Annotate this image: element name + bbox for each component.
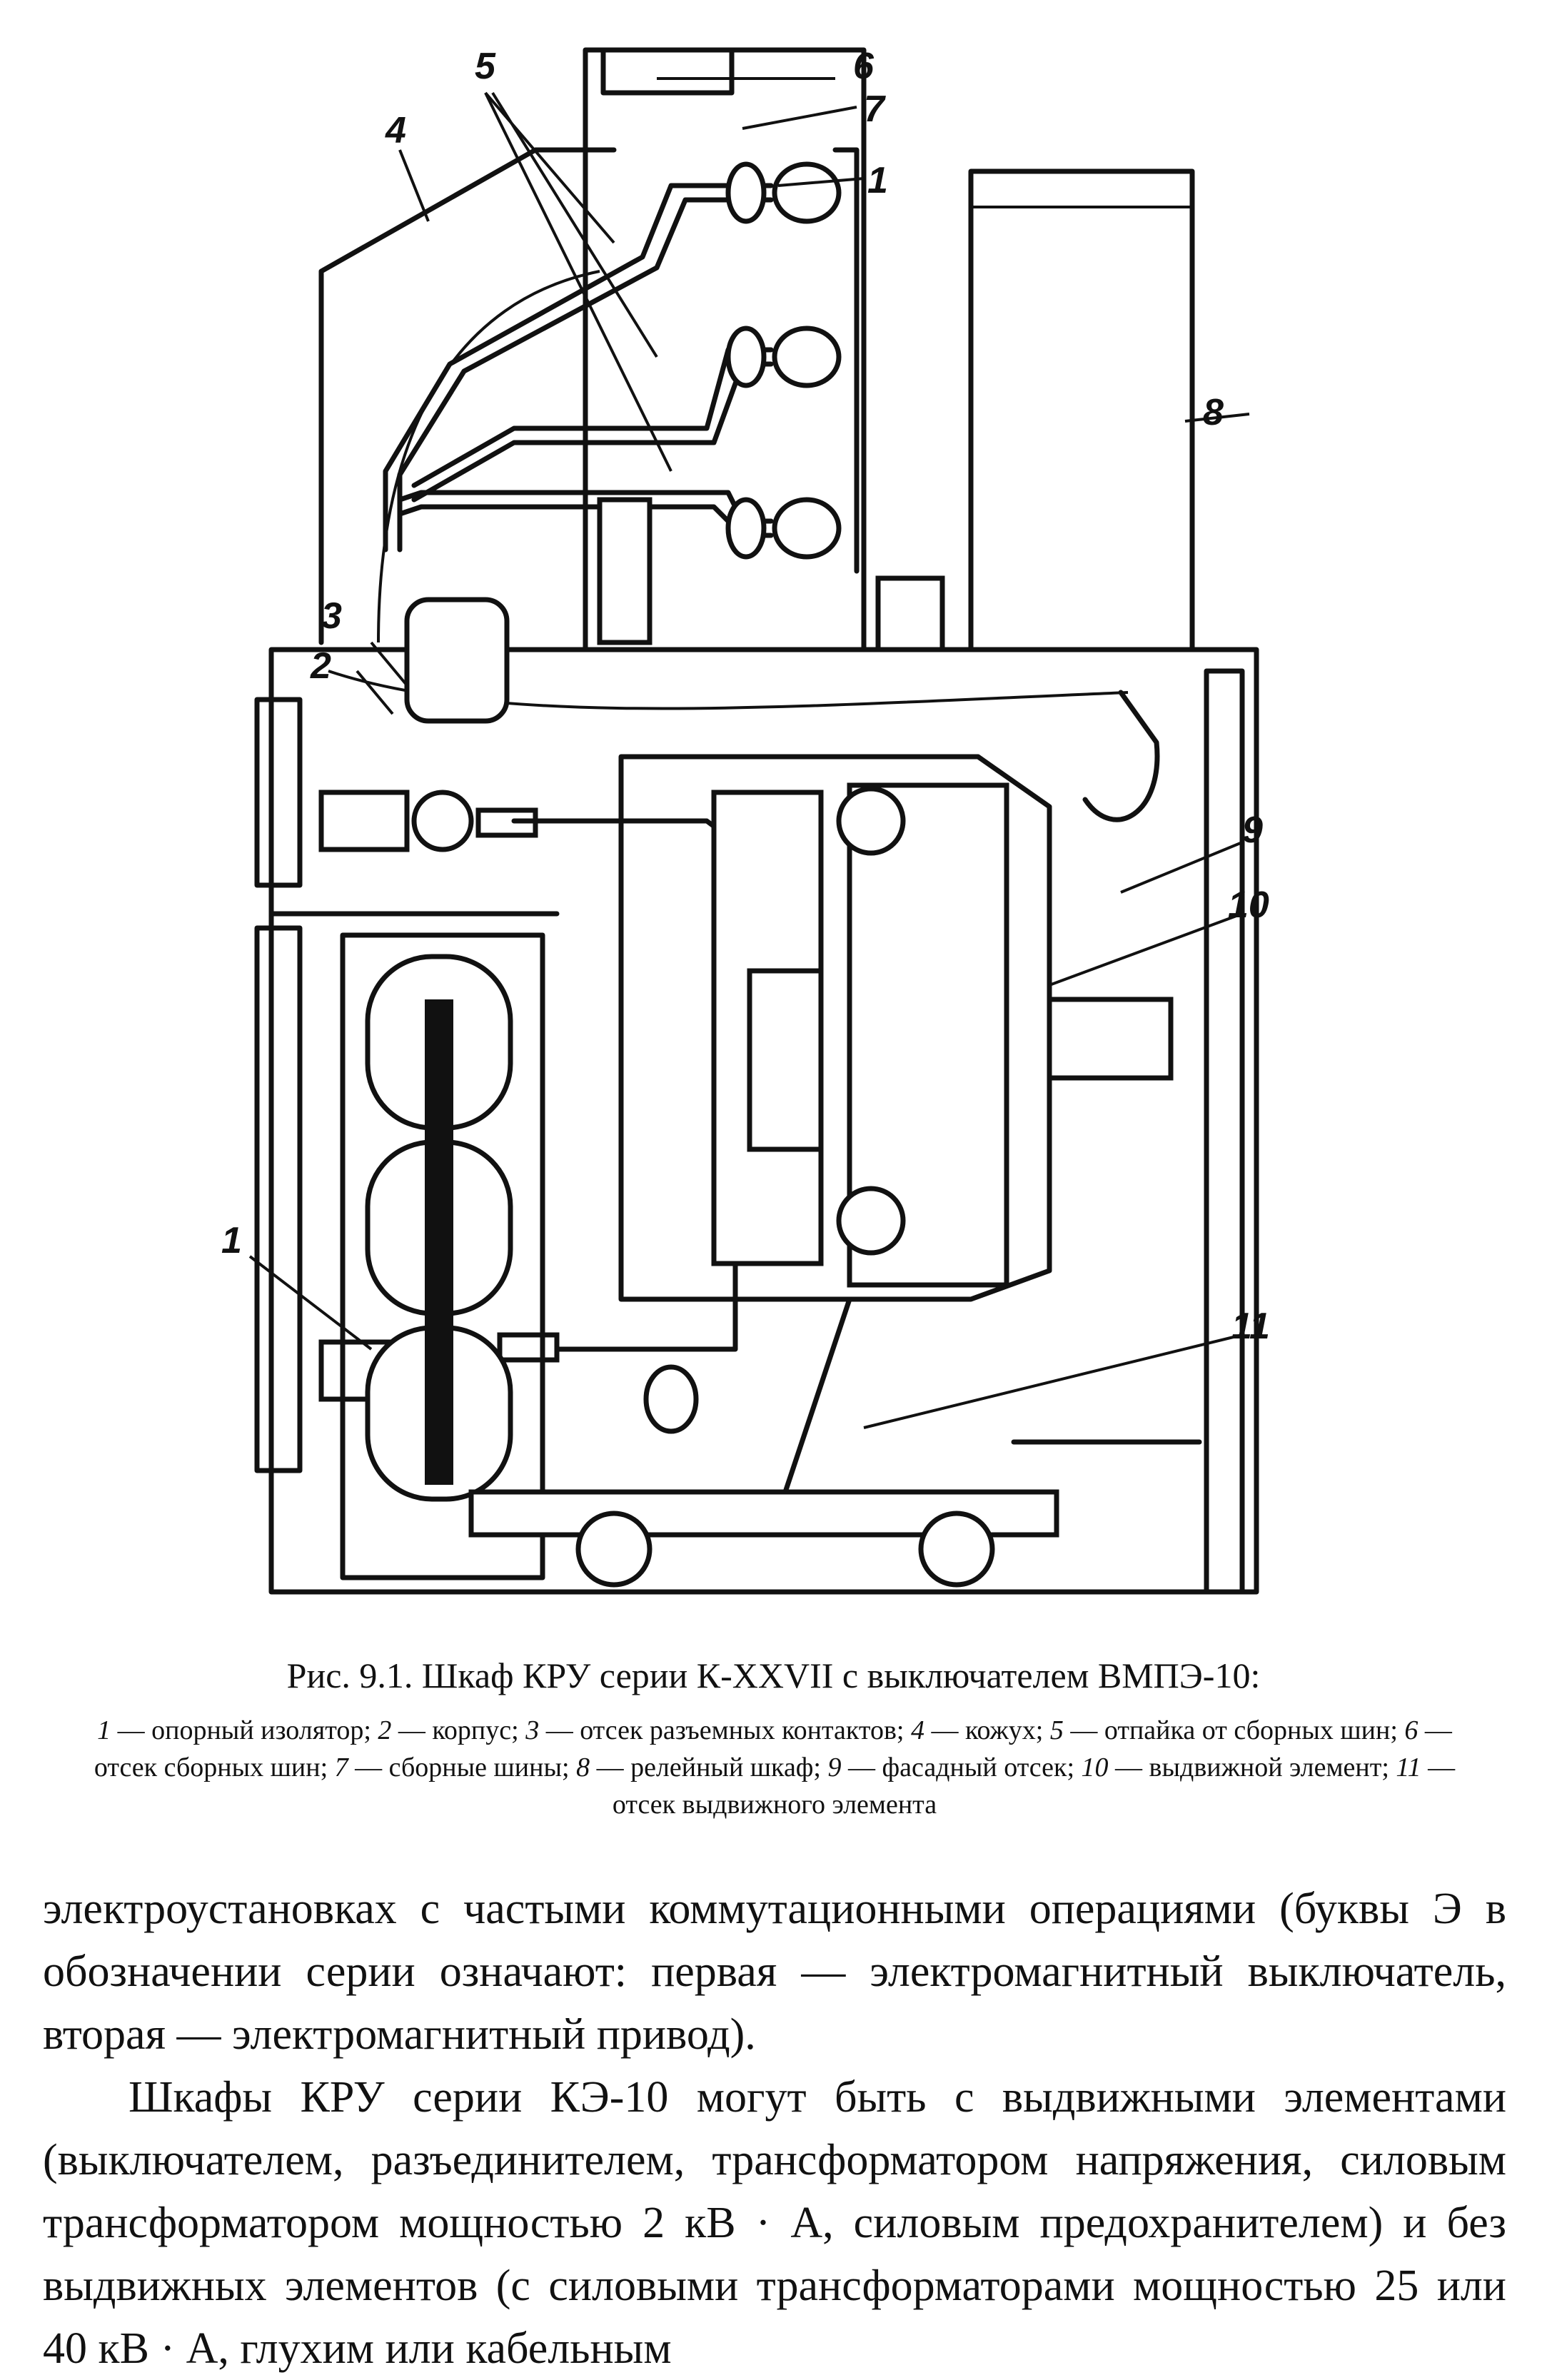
legend-number: 8: [576, 1753, 597, 1783]
legend-number: 6: [1404, 1715, 1425, 1745]
cabinet-body: [254, 647, 1259, 1595]
figure-legend: 1 — опорный изолятор; 2 — корпус; 3 — от…: [93, 1712, 1456, 1823]
callout-1-top: 1: [867, 160, 888, 201]
leader-lines: [248, 77, 1250, 1429]
legend-text: — корпус;: [398, 1715, 526, 1745]
facade-compartment: [1082, 690, 1160, 822]
legend-text: — кожух;: [931, 1715, 1050, 1745]
callout-11: 11: [1231, 1306, 1270, 1347]
legend-text: — отпайка от сборных шин;: [1070, 1715, 1405, 1745]
figure-caption-title: Рис. 9.1. Шкаф КРУ серии К-XXVII с выклю…: [286, 1655, 1261, 1695]
paragraph: электроустановках с частыми коммутационн…: [43, 1885, 1506, 2059]
legend-text: — выдвижной элемент;: [1115, 1753, 1396, 1783]
body-text: электроустановках с частыми коммутационн…: [43, 1877, 1506, 2380]
legend-text: — отсек разъемных контактов;: [545, 1715, 911, 1745]
legend-text: — отсек сборных шин;: [94, 1715, 1452, 1783]
legend-number: 1: [97, 1715, 118, 1745]
relay-cabinet: [968, 168, 1195, 652]
callout-7: 7: [864, 89, 886, 130]
bus-insulators: [597, 161, 945, 652]
legend-text: — опорный изолятор;: [117, 1715, 378, 1745]
switchgear-cabinet-drawing: 5 4 6 7 1 8 9 10 11 3 2 1: [214, 29, 1270, 1628]
legend-number: 11: [1396, 1753, 1428, 1783]
callout-4: 4: [385, 110, 406, 151]
paragraph: Шкафы КРУ серии КЭ-10 могут быть с выдви…: [43, 2073, 1506, 2373]
busbars: [383, 183, 774, 553]
legend-number: 9: [827, 1753, 848, 1783]
legend-number: 3: [525, 1715, 546, 1745]
callout-2: 2: [310, 645, 331, 687]
legend-text: — фасадный отсек;: [848, 1753, 1082, 1783]
truck: [468, 1296, 1202, 1588]
legend-text: — релейный шкаф;: [596, 1753, 828, 1783]
withdrawable-element: [618, 754, 1174, 1302]
legend-text: — отсек выдвижного элемента: [612, 1753, 1456, 1820]
callout-6: 6: [853, 46, 875, 87]
legend-number: 10: [1081, 1753, 1116, 1783]
callout-labels: 5 4 6 7 1 8 9 10 11 3 2 1: [221, 46, 1270, 1347]
callout-9: 9: [1242, 810, 1263, 851]
callout-10: 10: [1228, 884, 1269, 926]
legend-number: 7: [334, 1753, 356, 1783]
hood: [318, 147, 617, 645]
legend-number: 5: [1049, 1715, 1071, 1745]
callout-8: 8: [1203, 392, 1224, 433]
callout-5: 5: [475, 46, 496, 87]
legend-number: 4: [910, 1715, 932, 1745]
contact-compartment: [318, 597, 738, 1402]
legend-text: — сборные шины;: [355, 1753, 577, 1783]
callout-1-bottom: 1: [221, 1220, 242, 1261]
legend-number: 2: [378, 1715, 398, 1745]
callout-3: 3: [321, 595, 342, 637]
current-transformers: [340, 932, 545, 1580]
